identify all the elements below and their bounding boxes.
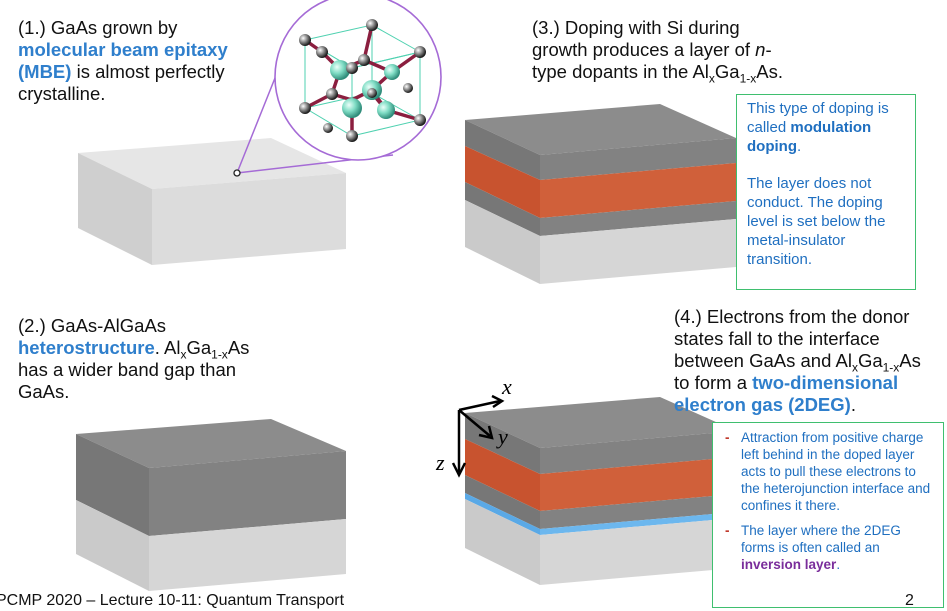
panel2-caption-sub-x: x [180, 347, 187, 362]
panel4-caption-line1: (4.) Electrons from the donor [674, 306, 910, 327]
panel3-caption: (3.) Doping with Si during growth produc… [532, 17, 832, 86]
panel4-caption-line3b: Ga [857, 350, 883, 371]
panel4-caption-sub-1x: 1-x [882, 360, 900, 375]
panel1-crystal-block [78, 138, 346, 265]
axis-y-label: y [496, 424, 508, 449]
coordinate-axes [451, 394, 505, 478]
footer-lecture-title: PCMP 2020 – Lecture 10-11: Quantum Trans… [0, 592, 345, 609]
panel1-caption: (1.) GaAs grown by molecular beam epitax… [18, 17, 268, 105]
bullet-dash: - [725, 430, 730, 445]
panel3-caption-n: n [755, 39, 766, 60]
inversion-note-b1-text: Attraction from positive charge left beh… [741, 430, 931, 513]
panel3-caption-line3a: type dopants in the Al [532, 61, 709, 82]
panel1-caption-prefix: (1.) GaAs grown by [18, 17, 178, 38]
panel2-caption-text-c: As has a wider band gap than GaAs. [18, 337, 250, 402]
panel4-caption-line4a: to form a [674, 372, 753, 393]
panel3-caption-sub-x: x [708, 71, 715, 86]
panel3-caption-line1: (3.) Doping with Si during [532, 17, 740, 38]
inversion-note-bullet1: - Attraction from positive charge left b… [719, 429, 937, 514]
panel4-2deg-block [465, 397, 736, 585]
panel3-caption-line3b: Ga [714, 61, 740, 82]
panel4-caption-line3c: As [899, 350, 921, 371]
panel2-heterostructure-block [76, 419, 346, 591]
modulation-doping-p1c: . [796, 138, 802, 155]
modulation-doping-p1: This type of doping is called modulation… [747, 99, 907, 156]
panel4-caption: (4.) Electrons from the donor states fal… [674, 306, 944, 416]
bullet-dash: - [725, 523, 730, 538]
panel2-caption: (2.) GaAs-AlGaAs heterostructure. AlxGa1… [18, 315, 280, 403]
panel3-caption-line2c: - [765, 39, 772, 60]
panel4-caption-line4c: . [850, 394, 856, 415]
inversion-layer-note: - Attraction from positive charge left b… [712, 422, 944, 608]
panel4-caption-2deg: two-dimensional electron gas (2DEG) [674, 372, 899, 415]
panel4-caption-sub-x: x [851, 360, 858, 375]
panel3-caption-line2a: growth produces a layer of [532, 39, 756, 60]
panel2-caption-sub-1x: 1-x [211, 347, 228, 362]
panel1-caption-suffix: is almost perfectly crystalline. [18, 61, 225, 104]
panel2-caption-highlight: heterostructure [18, 337, 155, 358]
panel2-caption-text-a: . Al [154, 337, 181, 358]
footer-page-number: 2 [905, 592, 914, 609]
inversion-note-bullet2: - The layer where the 2DEG forms is ofte… [719, 522, 937, 573]
panel3-caption-line2: growth produces a layer of n- [532, 39, 832, 61]
modulation-doping-note: This type of doping is called modulation… [736, 94, 916, 290]
panel4-caption-line2: states fall to the interface [674, 328, 880, 349]
panel4-caption-line3: between GaAs and AlxGa1-xAs [674, 350, 944, 375]
zincblende-unit-cell [299, 19, 426, 142]
inversion-note-b2a: The layer where the 2DEG forms is often … [741, 523, 901, 555]
inversion-note-b2c: . [836, 557, 841, 572]
panel3-caption-line3: type dopants in the AlxGa1-xAs. [532, 61, 832, 86]
panel3-caption-sub-1x: 1-x [739, 71, 757, 86]
panel4-caption-line4: to form a two-dimensional electron gas (… [674, 372, 944, 416]
panel3-caption-line3c: As. [756, 61, 783, 82]
modulation-doping-term: modulation doping [747, 119, 872, 155]
panel2-caption-prefix: (2.) GaAs-AlGaAs [18, 315, 167, 336]
modulation-doping-p1a: This type of doping is called [747, 100, 889, 136]
panel3-doped-block [465, 104, 736, 284]
axis-z-label: z [435, 450, 445, 475]
panel1-caption-highlight: molecular beam epitaxy (MBE) [18, 39, 228, 82]
modulation-doping-p2: The layer does not conduct. The doping l… [747, 175, 886, 268]
panel4-caption-line3a: between GaAs and Al [674, 350, 852, 371]
panel2-caption-text-b: Ga [186, 337, 212, 358]
inversion-layer-term: inversion layer [741, 557, 837, 572]
axis-x-label: x [501, 374, 512, 399]
